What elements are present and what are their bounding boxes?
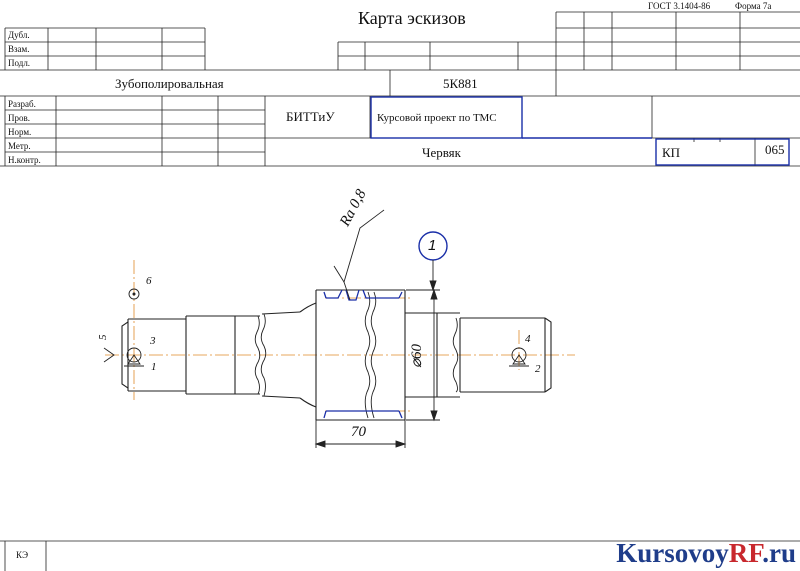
site-watermark: KursovoyRF.ru [616,538,796,568]
base-number-5: 5 [97,334,109,341]
base-number-6: 6 [146,275,152,287]
base-number-3: 3 [150,335,156,347]
operation-name: Зубополировальная [115,76,224,91]
organization: БИТТиУ [286,109,335,124]
machine-model: 5К881 [443,76,478,91]
part-name: Червяк [422,145,461,160]
footer-label: КЭ [16,550,29,560]
document-code: КП [662,145,681,160]
base-number-4: 4 [525,333,531,345]
callout-number: 1 [428,237,437,254]
row-label-dubl: Дубл. [8,30,30,40]
gost-label: ГОСТ 3.1404-86 [648,1,711,11]
signature-razrab: Разраб. [8,99,36,109]
base-number-1: 1 [151,361,157,373]
page-title: Карта эскизов [358,8,466,28]
form-label: Форма 7а [735,1,772,11]
row-label-podl: Подл. [8,58,31,68]
project-name: Курсовой проект по ТМС [377,112,497,124]
signature-metr: Метр. [8,141,31,151]
signature-nkontr: Н.контр. [8,155,41,165]
length-label: 70 [351,424,366,440]
base-number-2: 2 [535,363,541,375]
diameter-label: ⌀60 [409,343,425,368]
operation-number: 065 [765,142,785,157]
row-label-vzam: Взам. [8,44,30,54]
signature-norm: Норм. [8,127,32,137]
signature-prov: Пров. [8,113,30,123]
